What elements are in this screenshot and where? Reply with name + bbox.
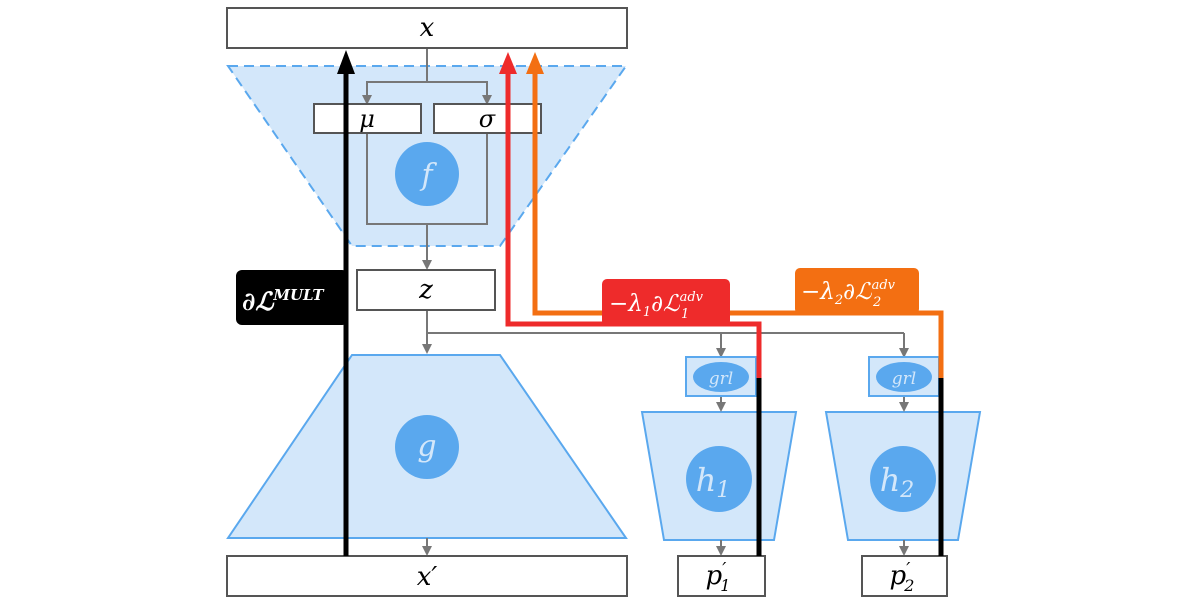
- z-label: z: [418, 275, 433, 305]
- grl2-label: grl: [892, 369, 916, 389]
- latent-z-box: [356, 269, 496, 311]
- h1-circle: [686, 446, 752, 512]
- p2-box: [861, 555, 948, 597]
- connectors: [362, 48, 909, 556]
- adv2-gradient-label-box: [795, 268, 919, 314]
- xprime-label: x′: [417, 562, 438, 592]
- main-gradient-arrowhead: [337, 50, 355, 74]
- adv2-arrowhead: [526, 52, 544, 74]
- input-x-box: [226, 7, 628, 49]
- g-label: g: [417, 429, 436, 464]
- p1-box: [677, 555, 766, 597]
- output-xprime-box: [226, 555, 628, 597]
- main-gradient-label: ∂ℒMULT: [242, 286, 325, 316]
- adv2-gradient-path: [532, 70, 944, 378]
- p1-label: p′1: [706, 559, 731, 595]
- adv1-arrowhead: [499, 52, 517, 74]
- h2-circle: [870, 446, 936, 512]
- main-gradient-label-box: [236, 270, 348, 325]
- g-circle: [395, 415, 459, 479]
- mu-box: [313, 103, 422, 134]
- h2-label: h2: [880, 461, 915, 503]
- grl1-label: grl: [709, 369, 733, 389]
- f-circle: [395, 142, 459, 206]
- input-x-label: x: [420, 13, 435, 43]
- connector-x-to-mu: [362, 48, 428, 105]
- grl1-ellipse: [693, 362, 749, 392]
- mu-label: μ: [359, 105, 375, 133]
- p2-label: p′2: [890, 559, 915, 595]
- sigma-label: σ: [479, 105, 496, 133]
- grl2-ellipse: [876, 362, 932, 392]
- connector-x-to-sigma: [427, 81, 492, 105]
- adv1-gradient-label-box: [602, 279, 730, 326]
- h1-label: h1: [696, 461, 731, 503]
- sigma-box: [433, 103, 542, 134]
